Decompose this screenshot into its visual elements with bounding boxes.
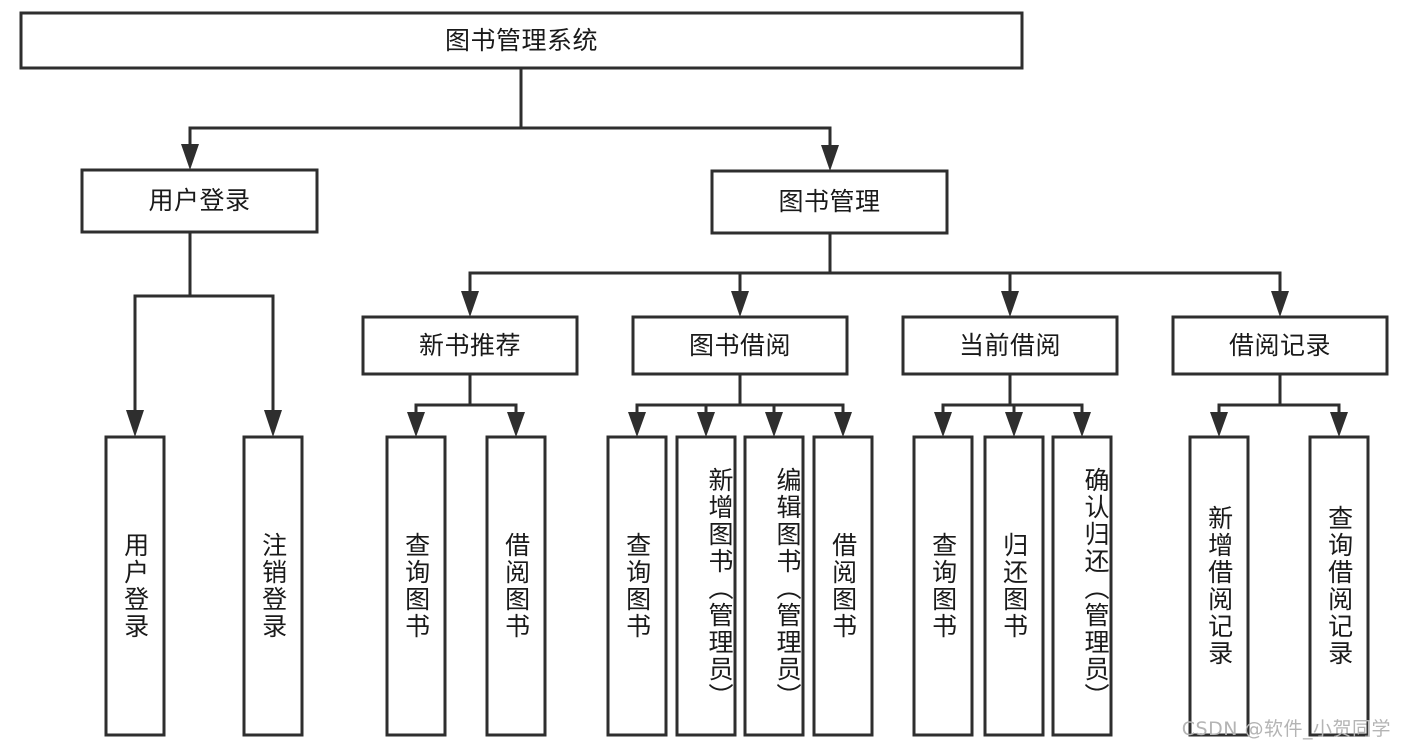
node-box-leaf-edit-book[interactable] (743, 435, 805, 737)
connector-book-management-to-level3 (461, 231, 1289, 317)
node-box-current-borrow[interactable] (901, 315, 1119, 376)
node-box-leaf-query-record[interactable] (1308, 435, 1370, 737)
watermark: CSDN @软件_小贺同学 (1181, 718, 1391, 740)
connector-book-borrow-to-leaves (628, 372, 852, 437)
node-box-root[interactable] (19, 11, 1024, 70)
node-box-leaf-user-logout[interactable] (242, 435, 304, 737)
node-box-leaf-confirm-return[interactable] (1051, 435, 1113, 737)
node-box-leaf-return-book[interactable] (983, 435, 1045, 737)
arrow-head-icon (1001, 291, 1019, 317)
node-box-new-book-recommend[interactable] (361, 315, 579, 376)
arrow-head-icon (821, 145, 839, 171)
node-box-leaf-query-book-1[interactable] (385, 435, 447, 737)
node-box-book-management[interactable] (710, 169, 949, 235)
arrow-head-icon (834, 412, 852, 437)
arrow-head-icon (731, 291, 749, 317)
node-box-leaf-query-book-2[interactable] (606, 435, 668, 737)
arrow-head-icon (181, 144, 199, 170)
connector-current-borrow-to-leaves (934, 372, 1091, 437)
arrow-head-icon (1271, 291, 1289, 317)
arrow-head-icon (461, 291, 479, 317)
arrow-head-icon (1210, 412, 1228, 437)
node-box-book-borrow[interactable] (631, 315, 849, 376)
arrow-head-icon (1330, 412, 1348, 437)
node-box-leaf-add-book[interactable] (675, 435, 737, 737)
node-box-leaf-borrow-book-1[interactable] (485, 435, 547, 737)
arrow-head-icon (765, 412, 783, 437)
node-box-borrow-record[interactable] (1171, 315, 1389, 376)
arrow-head-icon (934, 412, 952, 437)
node-box-leaf-query-book-3[interactable] (912, 435, 974, 737)
connector-root-to-level2 (181, 66, 839, 171)
arrow-head-icon (1005, 412, 1023, 437)
connector-new-book-recommend-to-leaves (407, 372, 525, 437)
arrow-head-icon (1073, 412, 1091, 437)
arrow-head-icon (126, 410, 144, 437)
arrow-head-icon (697, 412, 715, 437)
node-box-user-login[interactable] (80, 168, 319, 234)
node-box-leaf-add-record[interactable] (1188, 435, 1250, 737)
node-box-leaf-user-login[interactable] (104, 435, 166, 737)
arrow-head-icon (264, 410, 282, 437)
connector-borrow-record-to-leaves (1210, 372, 1348, 437)
arrow-head-icon (407, 412, 425, 437)
arrow-head-icon (507, 412, 525, 437)
connector-user-login-to-leaves (126, 230, 282, 437)
node-box-leaf-borrow-book-2[interactable] (812, 435, 874, 737)
arrow-head-icon (628, 412, 646, 437)
